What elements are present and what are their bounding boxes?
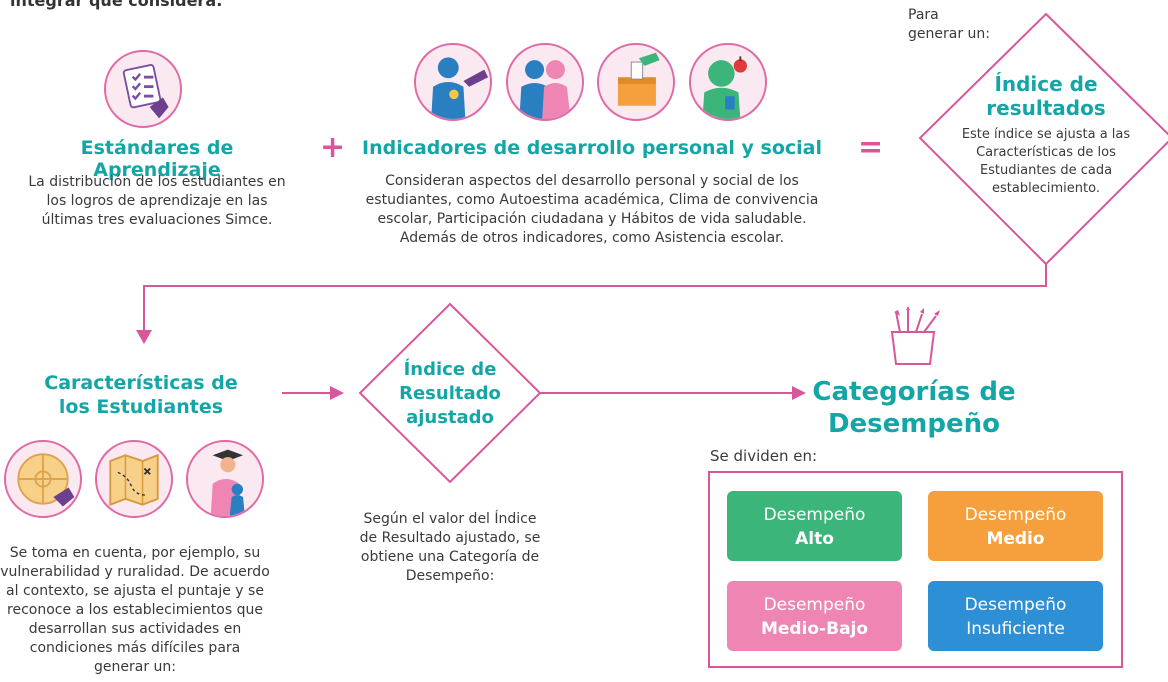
- indicators-title: Indicadores de desarrollo personal y soc…: [362, 137, 822, 159]
- equals-sign: =: [858, 130, 884, 165]
- indicators-description: Consideran aspectos del desarrollo perso…: [365, 173, 819, 246]
- category-medio: Desempeño Medio: [928, 491, 1103, 561]
- adjusted-index-title: Índice de Resultado ajustado: [399, 359, 501, 428]
- plus-sign: +: [320, 130, 346, 165]
- ballot-box-icon: [597, 43, 675, 121]
- category-insuficiente: Desempeño Insuficiente: [928, 581, 1103, 651]
- categories-frame: [708, 471, 1123, 668]
- adjusted-index-description: Según el valor del Índice de Resultado a…: [359, 511, 541, 584]
- two-people-icon: [506, 43, 584, 121]
- arrowhead-down: [136, 330, 152, 344]
- characteristics-title: Características de los Estudiantes: [44, 372, 238, 418]
- arrowhead-right-2: [792, 386, 806, 400]
- arrowhead-right-1: [330, 386, 344, 400]
- medal-person-icon: [414, 43, 492, 121]
- characteristics-description: Se toma en cuenta, por ejemplo, su vulne…: [0, 545, 270, 675]
- graduate-mother-icon: [186, 440, 264, 518]
- header-cut-title: integrar que considera:: [10, 0, 223, 10]
- adjusted-index-diamond: [358, 302, 542, 484]
- result-pre-text: Para generar un:: [908, 7, 990, 42]
- pencil-cup-icon: [878, 306, 948, 366]
- connector-line-top: [143, 264, 1047, 334]
- compass-icon: [4, 440, 82, 518]
- standards-title: Estándares de Aprendizaje: [80, 137, 234, 181]
- eating-apple-icon: [689, 43, 767, 121]
- categories-subtitle: Se dividen en:: [710, 447, 818, 465]
- standards-description: La distribución de los estudiantes en lo…: [28, 174, 286, 228]
- category-medio-bajo: Desempeño Medio-Bajo: [727, 581, 902, 651]
- checklist-icon: [104, 50, 182, 128]
- categories-title: Categorías de Desempeño: [812, 377, 1016, 439]
- result-index-title: Índice de resultados: [986, 72, 1106, 120]
- result-index-description: Este índice se ajusta a las Característi…: [961, 127, 1131, 196]
- treasure-map-icon: [95, 440, 173, 518]
- category-alto: Desempeño Alto: [727, 491, 902, 561]
